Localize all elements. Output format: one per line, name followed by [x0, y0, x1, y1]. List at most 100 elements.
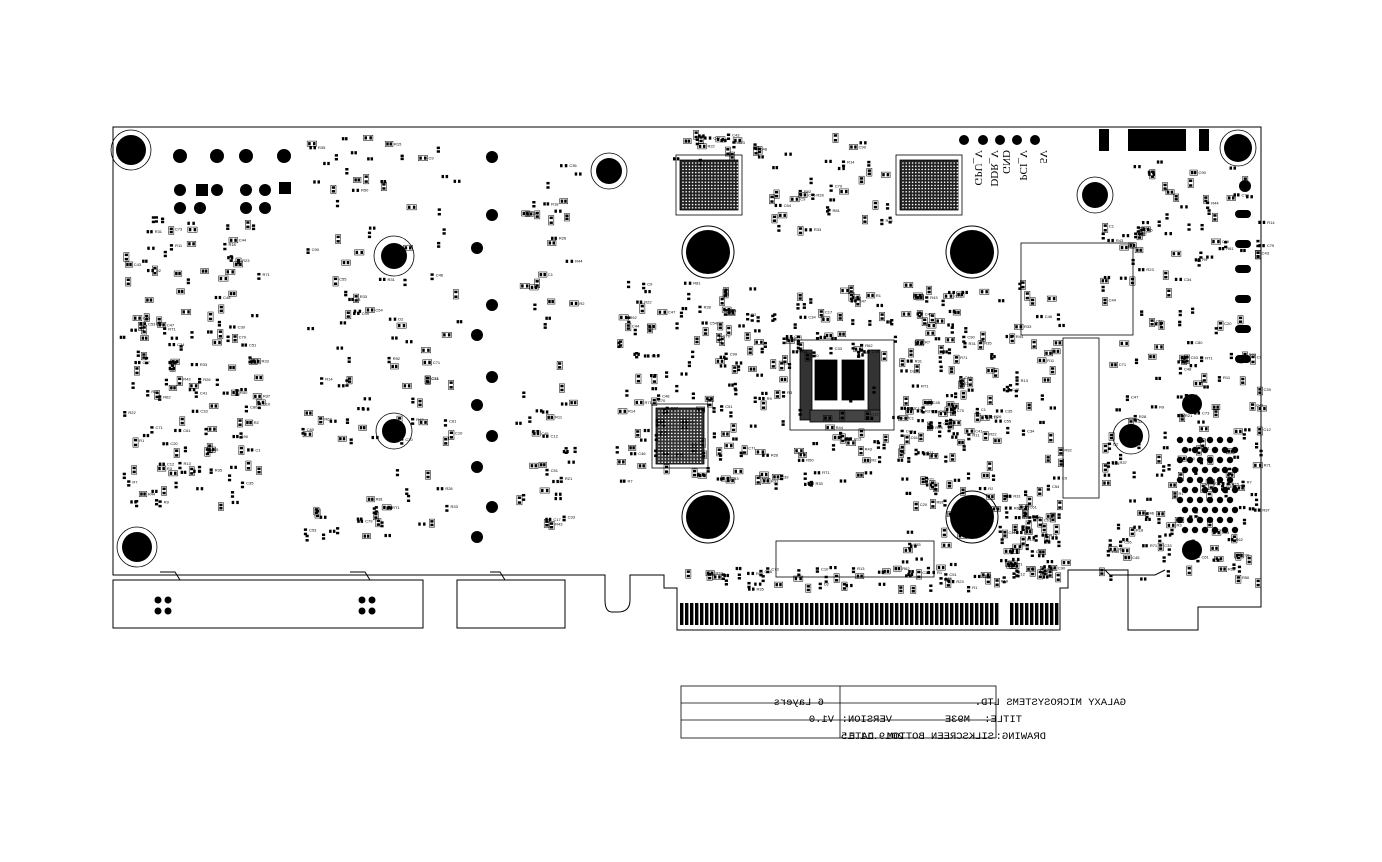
svg-text:R44: R44 [148, 491, 156, 496]
svg-text:C47: C47 [1131, 394, 1139, 399]
smd-part [345, 418, 350, 424]
smd-part [164, 378, 169, 386]
smd-part: R35 [748, 587, 765, 592]
smd-part: C44 [1102, 297, 1117, 306]
smd-part [798, 452, 807, 458]
smd-part [721, 573, 725, 581]
smd-part [695, 138, 699, 146]
smd-part [628, 444, 637, 451]
smd-part [665, 371, 669, 378]
smd-part: R37 [252, 393, 271, 400]
smd-part [380, 180, 387, 184]
smd-part [1026, 402, 1033, 411]
smd-part [720, 138, 727, 143]
smd-part: R21 [920, 476, 935, 485]
smd-part: R11 [1037, 357, 1055, 364]
smd-part: R7 [127, 479, 138, 487]
smd-part [960, 487, 966, 496]
smd-part [399, 426, 403, 434]
pcie-finger [715, 603, 719, 625]
smd-part [1005, 385, 1009, 393]
smd-part [694, 336, 700, 345]
smd-part: R50 [351, 188, 369, 193]
smd-part [926, 401, 933, 405]
smd-part [672, 157, 680, 161]
smd-part [908, 348, 914, 358]
smd-part [405, 340, 413, 344]
smd-part: C61 [174, 428, 191, 433]
title-block-version-label: VERSION: [842, 714, 892, 726]
pcie-finger [805, 603, 809, 625]
smd-part: C47 [1125, 394, 1139, 402]
smd-part [738, 324, 745, 328]
smd-part: R22 [123, 410, 136, 417]
smd-part [448, 380, 454, 390]
smd-part [196, 487, 204, 491]
smd-part: R15 [385, 141, 402, 147]
smd-part [420, 347, 431, 354]
smd-part [859, 141, 867, 145]
svg-text:R33: R33 [1024, 324, 1032, 329]
smd-part [384, 533, 391, 538]
smd-part [1044, 534, 1050, 544]
pcie-finger [975, 603, 979, 625]
svg-text:C9: C9 [800, 197, 806, 202]
smd-part [1199, 425, 1209, 432]
svg-text:C99: C99 [859, 144, 867, 149]
smd-part: R33 [190, 362, 208, 367]
smd-part [851, 342, 855, 350]
smd-part [829, 565, 837, 570]
svg-text:R81: R81 [1226, 246, 1234, 251]
smd-part [780, 474, 784, 481]
rail-label-gpu-v: GPU_V [972, 150, 984, 186]
smd-part: R31 [963, 341, 977, 349]
smd-part [1176, 395, 1183, 399]
svg-text:C61: C61 [911, 435, 919, 440]
svg-text:C73: C73 [175, 227, 183, 232]
svg-text:C45: C45 [1132, 555, 1140, 560]
pcie-finger [1015, 603, 1019, 625]
smd-part [1167, 463, 1171, 471]
smd-part [353, 177, 362, 183]
smd-part: R14 [841, 159, 855, 168]
smd-part: R2 [569, 300, 585, 307]
smd-part [336, 527, 340, 535]
smd-part: C99 [1015, 530, 1033, 535]
smd-part [403, 278, 407, 287]
svg-text:R14: R14 [628, 409, 636, 414]
svg-text:R71: R71 [1150, 543, 1158, 548]
smd-part [1024, 291, 1031, 301]
smd-part [616, 459, 626, 465]
smd-part [1197, 259, 1201, 267]
svg-text:R7: R7 [925, 340, 931, 345]
smd-part [380, 521, 384, 528]
smd-part [824, 332, 834, 339]
smd-part [934, 488, 938, 496]
smd-part [879, 312, 885, 322]
smd-part [980, 572, 991, 578]
smd-part: R18 [792, 349, 808, 354]
smd-part [873, 440, 880, 444]
svg-text:R50: R50 [806, 458, 814, 463]
smd-part [700, 450, 707, 459]
svg-text:C10: C10 [455, 431, 463, 436]
smd-part [756, 373, 764, 377]
smd-part: RT1 [911, 383, 929, 388]
smd-part [719, 296, 726, 306]
smd-part [442, 436, 449, 446]
smd-part: R33 [908, 542, 921, 550]
smd-part [522, 391, 526, 398]
pcie-finger [905, 603, 909, 625]
smd-part [226, 224, 230, 231]
smd-part [341, 137, 348, 141]
pcie-finger [920, 603, 924, 625]
smd-part: R71 [953, 354, 968, 364]
svg-text:R33: R33 [450, 504, 458, 509]
svg-text:C34: C34 [177, 342, 185, 347]
smd-part: R35 [977, 340, 992, 350]
smd-part [929, 584, 933, 592]
smd-part [339, 321, 347, 325]
smd-part [1058, 458, 1064, 467]
smd-part [898, 585, 904, 594]
smd-part [1180, 205, 1188, 209]
